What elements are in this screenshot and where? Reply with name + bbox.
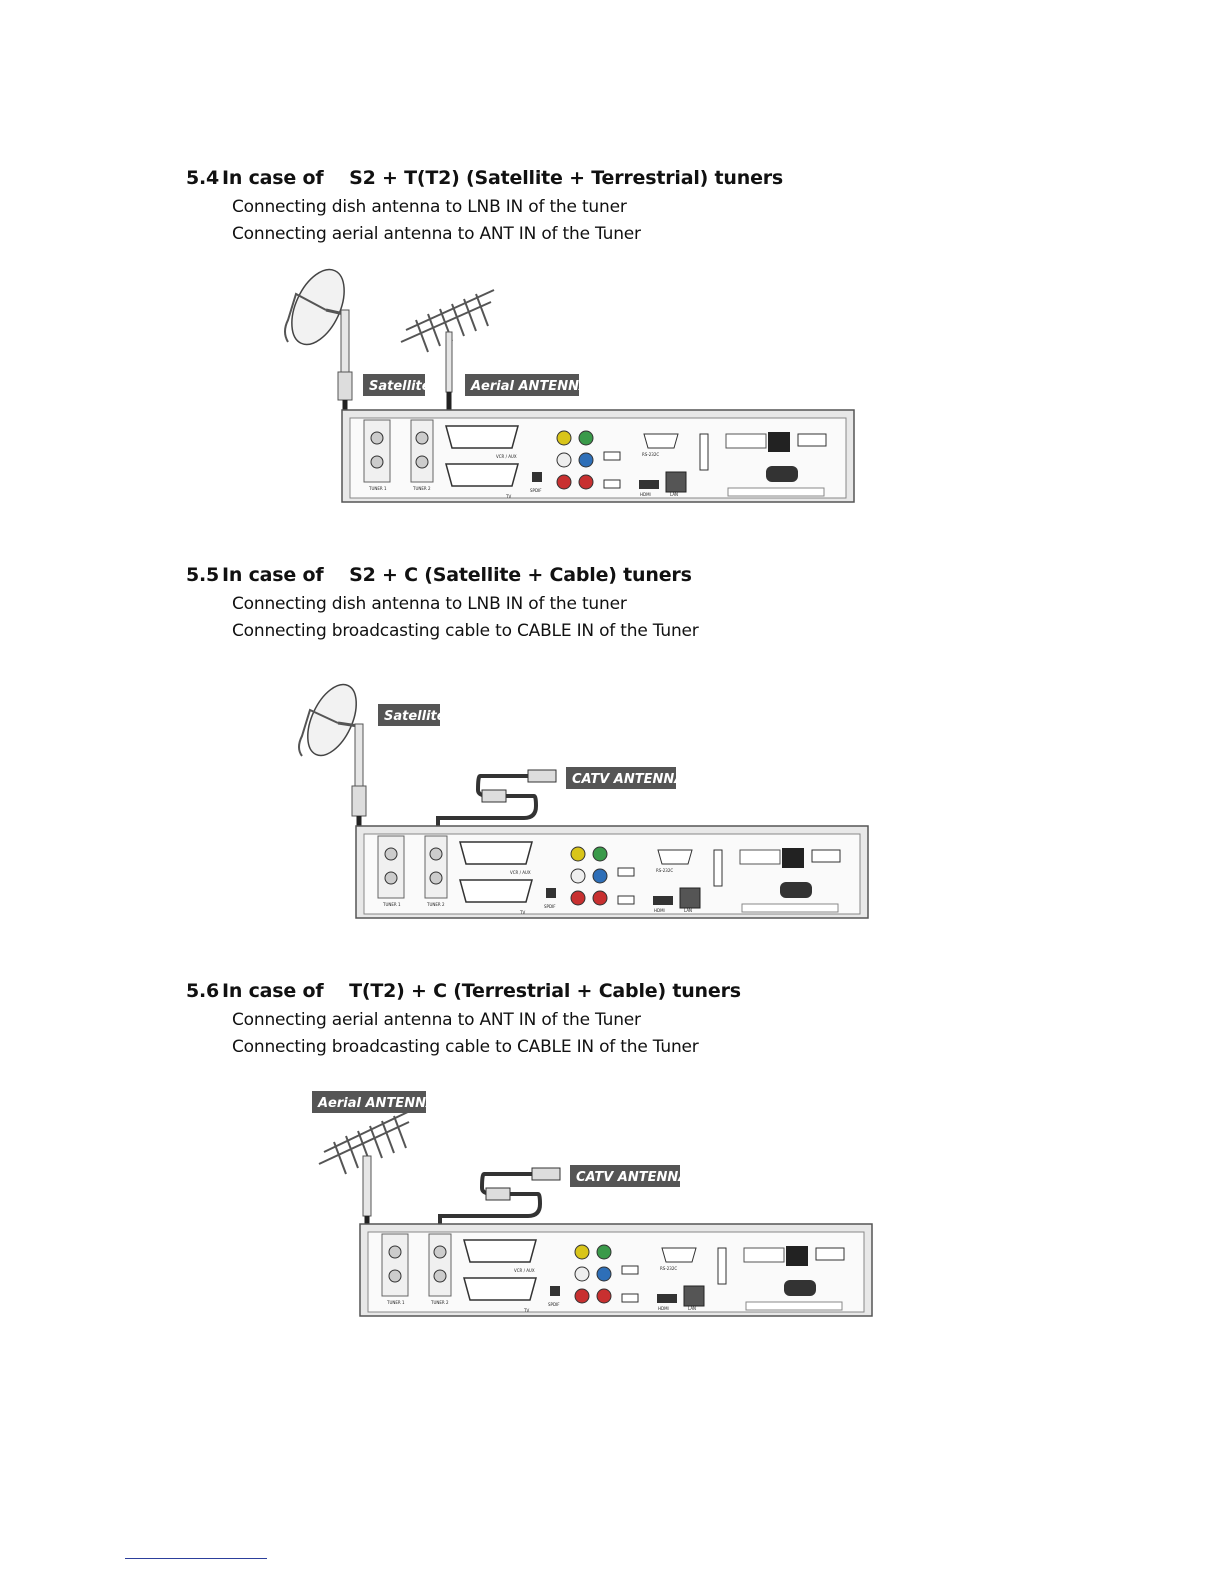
section-title: In case of S2 + C (Satellite + Cable) tu… [222, 564, 692, 586]
catv-antenna-tag: CATV ANTENNA [570, 1165, 688, 1187]
svg-text:TV: TV [523, 1308, 529, 1313]
svg-text:TUNER 1: TUNER 1 [368, 486, 387, 491]
svg-text:TUNER 2: TUNER 2 [412, 486, 431, 491]
svg-text:TUNER 1: TUNER 1 [386, 1300, 405, 1305]
catv-cable [438, 1167, 561, 1256]
instruction-line: Connecting aerial antenna to ANT IN of t… [232, 224, 641, 244]
catv-cable [436, 769, 557, 858]
svg-text:VCR / AUX: VCR / AUX [514, 1268, 535, 1273]
svg-text:SPDIF: SPDIF [530, 488, 542, 493]
svg-text:TUNER 2: TUNER 2 [426, 902, 445, 907]
receiver-rear-panel: TUNER 1 TUNER 2 VCR / AUX TV SPDIF HDMI … [359, 1223, 873, 1317]
svg-text:RS-232C: RS-232C [642, 452, 659, 457]
svg-text:RS-232C: RS-232C [656, 868, 673, 873]
footnote-separator [125, 1558, 267, 1559]
svg-text:SPDIF: SPDIF [544, 904, 556, 909]
satellite-tag: Satellite [378, 704, 446, 726]
section-number: 5.4 [186, 167, 220, 189]
aerial-antenna-tag: Aerial ANTENNA [312, 1091, 436, 1113]
section-title: In case of S2 + T(T2) (Satellite + Terre… [222, 167, 784, 189]
svg-text:RS-232C: RS-232C [660, 1266, 677, 1271]
svg-text:Satellite: Satellite [369, 379, 431, 394]
svg-text:Aerial ANTENNA: Aerial ANTENNA [317, 1096, 436, 1111]
svg-text:VCR / AUX: VCR / AUX [510, 870, 531, 875]
satellite-dish-icon [284, 268, 353, 401]
svg-text:TV: TV [519, 910, 525, 915]
svg-text:CATV ANTENNA: CATV ANTENNA [572, 772, 684, 787]
svg-text:LAN: LAN [670, 492, 678, 497]
connection-diagram-satellite-cable: Satellite CATV ANTENNA [298, 683, 869, 919]
catv-antenna-tag: CATV ANTENNA [566, 767, 684, 789]
svg-text:Aerial ANTENNA: Aerial ANTENNA [470, 379, 589, 394]
svg-text:VCR / AUX: VCR / AUX [496, 454, 517, 459]
instruction-line: Connecting aerial antenna to ANT IN of t… [232, 1010, 641, 1030]
instruction-line: Connecting broadcasting cable to CABLE I… [232, 621, 699, 641]
svg-text:TV: TV [505, 494, 511, 499]
aerial-antenna-tag: Aerial ANTENNA [465, 374, 589, 396]
satellite-dish-icon [298, 683, 367, 817]
svg-text:TUNER 1: TUNER 1 [382, 902, 401, 907]
svg-text:HDMI: HDMI [658, 1306, 669, 1311]
svg-text:LAN: LAN [684, 908, 692, 913]
svg-text:HDMI: HDMI [640, 492, 651, 497]
connection-diagram-terrestrial-cable: Aerial ANTENNA CATV ANTENNA [312, 1091, 873, 1317]
satellite-tag: Satellite [363, 374, 431, 396]
section-number: 5.5 [186, 564, 220, 586]
section-title: In case of T(T2) + C (Terrestrial + Cabl… [222, 980, 741, 1002]
section-number: 5.6 [186, 980, 220, 1002]
svg-text:SPDIF: SPDIF [548, 1302, 560, 1307]
instruction-line: Connecting dish antenna to LNB IN of the… [232, 197, 627, 217]
svg-text:CATV ANTENNA: CATV ANTENNA [576, 1170, 688, 1185]
svg-text:Satellite: Satellite [384, 709, 446, 724]
svg-text:LAN: LAN [688, 1306, 696, 1311]
connection-diagram-satellite-terrestrial: Satellite Aerial ANTENNA [284, 268, 855, 503]
receiver-rear-panel: TUNER 1 TUNER 2 VCR / AUX TV SPDIF HDMI … [355, 825, 869, 919]
svg-text:TUNER 2: TUNER 2 [430, 1300, 449, 1305]
receiver-rear-panel: TUNER 1 TUNER 2 VCR / AUX TV SPDIF HDMI … [341, 409, 855, 503]
instruction-line: Connecting dish antenna to LNB IN of the… [232, 594, 627, 614]
svg-text:HDMI: HDMI [654, 908, 665, 913]
aerial-antenna-icon [318, 1109, 413, 1217]
instruction-line: Connecting broadcasting cable to CABLE I… [232, 1037, 699, 1057]
